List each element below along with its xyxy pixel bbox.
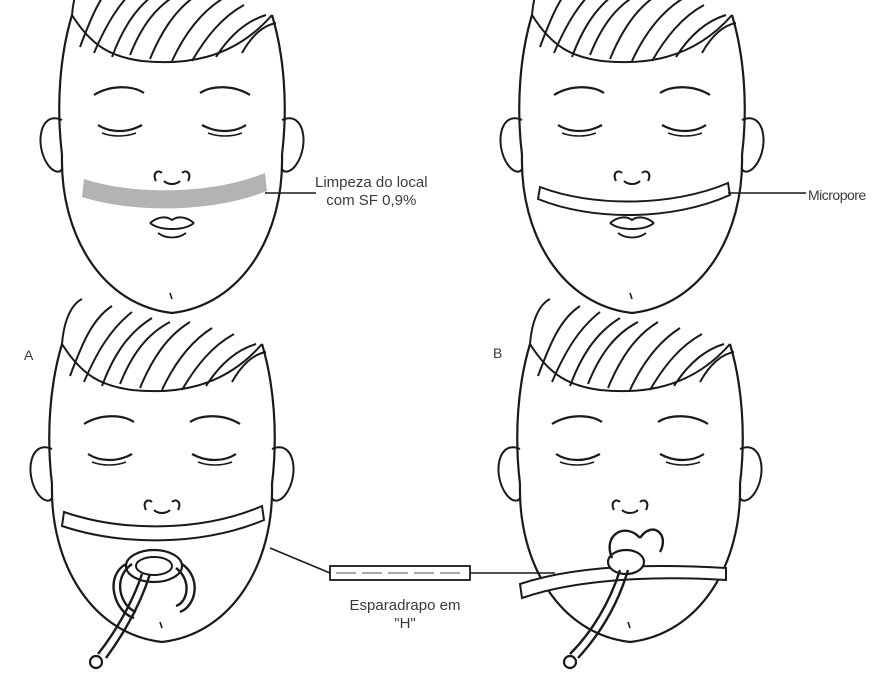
cleaning-label-line2: com SF 0,9% — [315, 192, 428, 210]
panel-a-label: A — [24, 346, 33, 364]
micropore-strip — [538, 183, 730, 215]
face-micropore — [500, 0, 763, 313]
tape-strip-a — [62, 506, 264, 540]
tape-label-line2: "H" — [325, 615, 485, 633]
micropore-label: Micropore — [808, 186, 866, 204]
face-cleaning — [40, 0, 303, 313]
face-b — [498, 299, 761, 668]
cleaning-label: Limpeza do local com SF 0,9% — [315, 174, 428, 210]
tape-label: Esparadrapo em "H" — [325, 597, 485, 633]
tape-label-line1: Esparadrapo em — [325, 597, 485, 615]
tape-leader-left — [270, 548, 330, 573]
face-a — [30, 299, 293, 668]
panel-b-label: B — [493, 344, 502, 362]
cleaning-label-line1: Limpeza do local — [315, 174, 428, 192]
cleaning-band — [82, 173, 267, 208]
